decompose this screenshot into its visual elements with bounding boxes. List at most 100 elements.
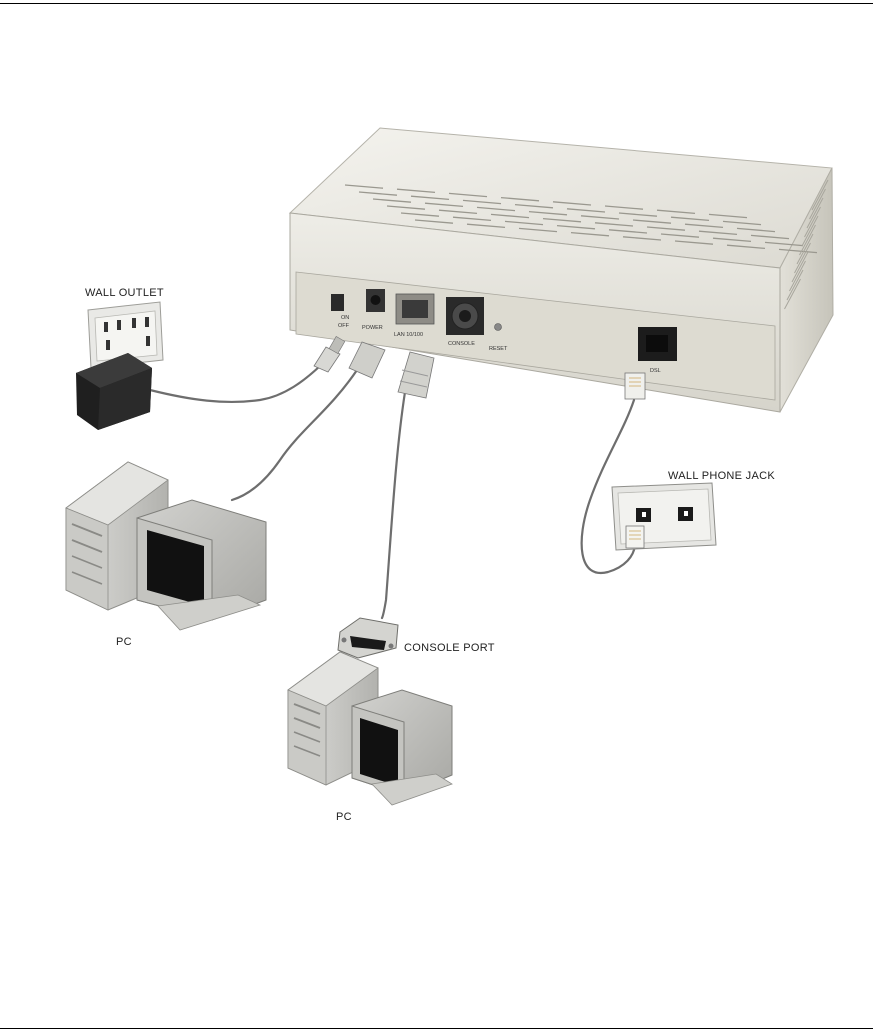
vent-slit bbox=[608, 229, 648, 234]
bottom-rule bbox=[0, 1028, 873, 1029]
pc-bottom-monitor-base bbox=[371, 773, 453, 806]
side-vent-slit bbox=[794, 242, 811, 274]
vent-slit bbox=[566, 208, 606, 213]
pc-left-monitor bbox=[136, 499, 267, 631]
side-vent-slit bbox=[789, 260, 806, 292]
console-db9-connector bbox=[337, 617, 399, 659]
label-pc-left: PC bbox=[116, 636, 132, 648]
lan-cable bbox=[230, 368, 359, 502]
vent-slit bbox=[400, 212, 440, 217]
power-switch[interactable] bbox=[331, 294, 344, 311]
outlet-slot bbox=[132, 318, 136, 328]
vent-slit bbox=[778, 248, 818, 254]
side-vent-slit bbox=[811, 179, 829, 211]
vent-slit bbox=[722, 220, 762, 226]
vent-slit bbox=[438, 209, 478, 215]
side-vent-slit bbox=[799, 224, 816, 256]
modem-device: ON OFF POWER LAN 10/100 CONSOLE RESET DS… bbox=[288, 127, 834, 413]
console-port-core bbox=[459, 310, 471, 322]
vent-slit bbox=[466, 223, 506, 229]
vent-slit bbox=[618, 212, 658, 217]
outlet-slot bbox=[104, 322, 108, 332]
wall-phone-jack bbox=[611, 482, 717, 551]
vent-slit bbox=[552, 201, 592, 206]
vent-slit bbox=[396, 188, 436, 194]
vent-slit bbox=[750, 234, 790, 240]
vent-slit bbox=[656, 209, 696, 215]
port-label-lan: LAN 10/100 bbox=[394, 332, 423, 338]
vent-slit bbox=[372, 198, 412, 203]
vent-slit bbox=[414, 219, 454, 224]
vent-slit bbox=[684, 223, 724, 229]
port-label-on: ON bbox=[341, 315, 349, 321]
label-console-port: CONSOLE PORT bbox=[404, 642, 495, 654]
vent-slit bbox=[358, 191, 398, 196]
vent-slit bbox=[726, 244, 766, 250]
vent-slit bbox=[604, 205, 644, 210]
port-label-reset: RESET bbox=[489, 346, 508, 352]
vent-slit bbox=[764, 241, 804, 247]
vent-slit bbox=[712, 237, 752, 243]
cables bbox=[148, 364, 637, 620]
vent-slit bbox=[462, 199, 502, 205]
power-adapter bbox=[76, 353, 152, 430]
port-label-dsl: DSL bbox=[650, 368, 661, 374]
power-cable bbox=[148, 364, 322, 404]
vent-slit bbox=[514, 203, 554, 209]
vent-slit bbox=[490, 213, 530, 219]
vent-slit bbox=[542, 217, 582, 223]
side-vent-slit bbox=[804, 206, 821, 238]
side-vent-slit bbox=[786, 269, 804, 301]
vent-slit bbox=[504, 220, 544, 226]
side-vent-slit bbox=[791, 251, 809, 283]
vent-slit bbox=[452, 216, 492, 222]
vent-slit bbox=[556, 224, 596, 230]
vent-slit bbox=[500, 196, 540, 202]
vent-slit bbox=[698, 230, 738, 236]
pc-bottom-screen bbox=[360, 718, 398, 786]
side-vent-slit bbox=[784, 278, 801, 310]
vent-slit bbox=[580, 215, 620, 220]
top-rule bbox=[0, 3, 873, 4]
lan-port-socket bbox=[402, 300, 428, 318]
wall-outlet bbox=[87, 301, 164, 369]
vent-slit bbox=[736, 227, 776, 233]
dsl-cable bbox=[580, 398, 637, 575]
pc-left bbox=[65, 461, 267, 631]
side-vent-slit bbox=[809, 188, 826, 220]
pc-left-monitor-base bbox=[157, 594, 262, 631]
vent-slit bbox=[448, 192, 488, 198]
port-label-console: CONSOLE bbox=[448, 341, 475, 347]
port-label-off: OFF bbox=[338, 323, 350, 329]
vent-slit bbox=[410, 195, 450, 201]
vent-slit bbox=[622, 236, 662, 241]
outlet-slot bbox=[106, 340, 110, 350]
reset-button[interactable] bbox=[494, 323, 502, 331]
vent-slit bbox=[570, 231, 610, 237]
vent-slit bbox=[670, 216, 710, 222]
vent-slit bbox=[424, 202, 464, 208]
vent-slit bbox=[708, 213, 748, 219]
vent-slit bbox=[476, 206, 516, 212]
label-wall-outlet: WALL OUTLET bbox=[85, 287, 164, 299]
modem-side-vents bbox=[784, 179, 829, 310]
phone-plug bbox=[625, 525, 645, 549]
port-label-power: POWER bbox=[362, 325, 383, 331]
side-vent-slit bbox=[801, 215, 819, 247]
side-vent-slit bbox=[796, 233, 814, 265]
pc-bottom-monitor bbox=[351, 689, 453, 806]
vent-slit bbox=[528, 210, 568, 216]
side-vent-slit bbox=[806, 197, 824, 229]
vent-slit bbox=[386, 205, 426, 210]
vent-slit bbox=[646, 226, 686, 231]
vent-slit bbox=[660, 233, 700, 238]
vent-slit bbox=[518, 227, 558, 233]
vent-slit bbox=[632, 219, 672, 224]
outlet-slot bbox=[146, 336, 150, 346]
vent-slit bbox=[594, 222, 634, 227]
pc-bottom bbox=[287, 651, 453, 806]
console-cable bbox=[380, 390, 407, 620]
modem-top-vents bbox=[344, 184, 818, 254]
dsl-port-socket bbox=[646, 335, 668, 352]
